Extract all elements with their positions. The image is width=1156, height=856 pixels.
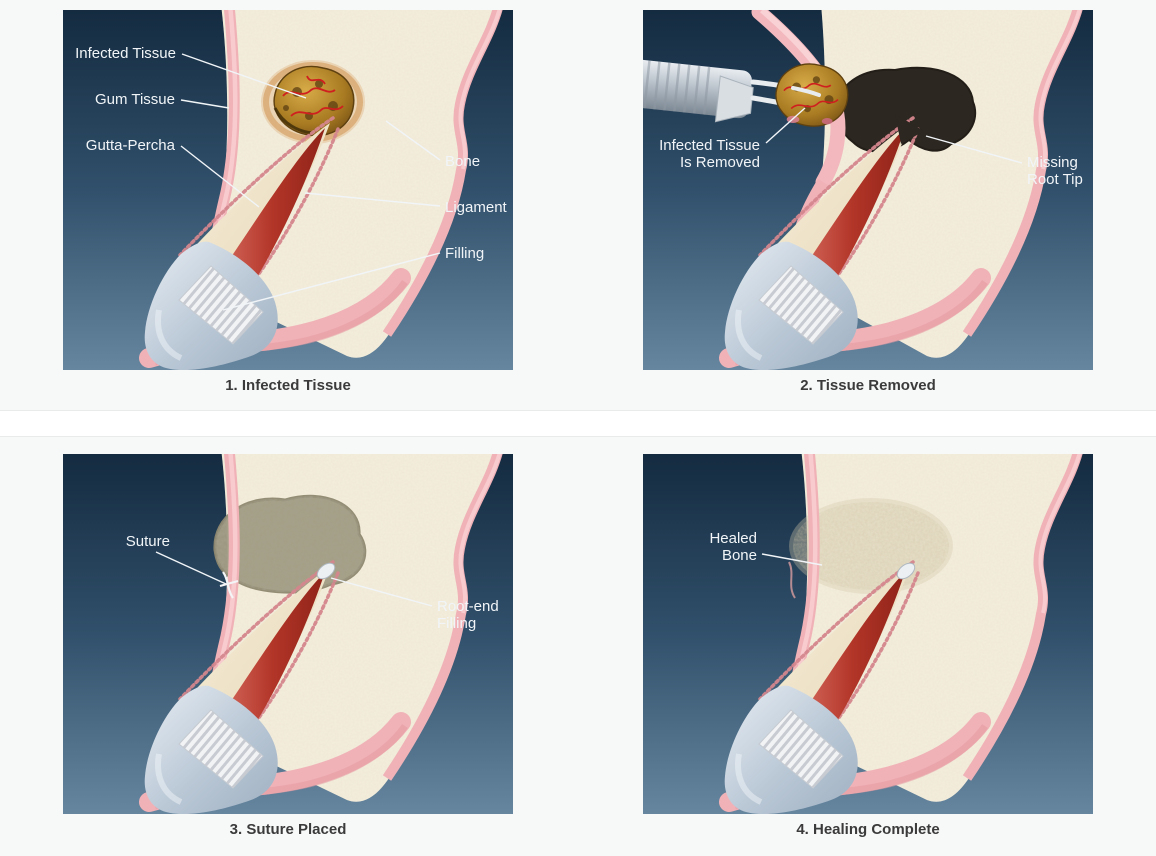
annotation-label: Is Removed <box>680 154 760 171</box>
annotation-label: Healed <box>709 530 757 547</box>
annotation-label: Filling <box>445 245 484 262</box>
annotation-label: Gutta-Percha <box>86 137 176 154</box>
figure-step-4: Healed Bone 4. Healing Complete <box>643 454 1093 838</box>
annotation-label: Root-end <box>437 598 499 615</box>
forceps-instrument <box>643 58 812 123</box>
healed-incision-line <box>788 561 796 599</box>
annotation-label: Missing <box>1027 154 1078 171</box>
section-divider <box>0 411 1156 437</box>
annotation-label: Infected Tissue <box>659 137 760 154</box>
annotation-label: Infected Tissue <box>75 45 176 62</box>
illustration-step-1: Infected Tissue Gum Tissue Gutta-Percha … <box>63 10 513 370</box>
suture <box>219 571 239 599</box>
tooth-crown <box>724 241 858 370</box>
annotation-label: Suture <box>126 533 170 550</box>
illustration-step-2: Infected Tissue Is Removed Missing Root … <box>643 10 1093 370</box>
annotation-label: Bone <box>445 153 480 170</box>
row-top: Infected Tissue Gum Tissue Gutta-Percha … <box>0 0 1156 411</box>
annotations: Suture Root-end Filling <box>126 533 499 632</box>
figure-caption: 4. Healing Complete <box>796 821 940 838</box>
removed-tissue-blob <box>775 63 849 127</box>
figure-step-2: Infected Tissue Is Removed Missing Root … <box>643 10 1093 394</box>
tooth-crown <box>724 685 858 814</box>
row-bottom: Suture Root-end Filling 3. Suture Placed <box>0 437 1156 838</box>
annotation-label: Root Tip <box>1027 171 1083 188</box>
annotations: Infected Tissue Is Removed Missing Root … <box>659 107 1083 188</box>
illustration-step-3: Suture Root-end Filling <box>63 454 513 814</box>
annotation-label: Ligament <box>445 199 508 216</box>
root-end-filling <box>316 562 336 580</box>
tooth-crown <box>144 241 278 370</box>
annotation-label: Bone <box>722 547 757 564</box>
tooth-crown <box>144 685 278 814</box>
figure-caption: 3. Suture Placed <box>229 821 347 838</box>
figure-caption: 1. Infected Tissue <box>225 377 351 394</box>
annotations: Healed Bone <box>709 530 823 566</box>
illustration-step-4: Healed Bone <box>643 454 1093 814</box>
forceps-front-prong <box>791 86 821 97</box>
figure-caption: 2. Tissue Removed <box>800 377 936 394</box>
annotation-label: Filling <box>437 615 476 632</box>
missing-root-tip-notch <box>895 114 924 144</box>
annotation-label: Gum Tissue <box>95 91 175 108</box>
root-end-filling <box>896 562 916 580</box>
figure-step-1: Infected Tissue Gum Tissue Gutta-Percha … <box>63 10 513 394</box>
figure-step-3: Suture Root-end Filling 3. Suture Placed <box>63 454 513 838</box>
annotations: Infected Tissue Gum Tissue Gutta-Percha … <box>75 45 508 311</box>
bone-cavity <box>836 66 977 153</box>
